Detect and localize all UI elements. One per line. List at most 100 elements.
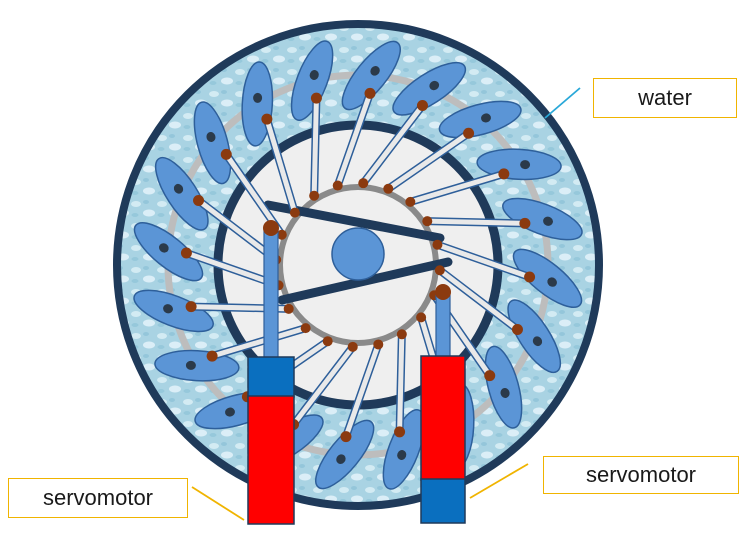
linkage-rod — [394, 329, 407, 438]
blade — [133, 289, 214, 333]
outer-joint — [220, 148, 232, 160]
blade — [507, 299, 562, 374]
water-label-text: water — [638, 85, 692, 110]
blade-pivot-dot — [532, 336, 543, 347]
blade-pivot-dot — [481, 113, 491, 123]
outer-joint — [364, 87, 376, 99]
blade — [290, 40, 334, 121]
inner-joint — [373, 339, 384, 350]
blade-body — [193, 101, 232, 185]
inner-joint — [358, 178, 369, 189]
blade — [512, 248, 583, 308]
linkage-rod — [332, 87, 376, 191]
piston-joint — [435, 284, 451, 300]
blade — [484, 345, 523, 429]
blade — [382, 409, 426, 490]
blade-body — [392, 61, 467, 116]
blade-pivot-dot — [163, 304, 173, 314]
blade-body — [341, 40, 401, 111]
water-leader-line — [544, 87, 581, 119]
inner-joint — [405, 196, 416, 207]
servomotor-right — [420, 284, 466, 524]
blade-body — [133, 222, 204, 282]
outer-joint — [261, 113, 273, 125]
blade-pivot-dot — [173, 183, 184, 194]
linkage-rod — [309, 92, 322, 201]
blade-pivot-dot — [309, 70, 319, 80]
rod-fill — [424, 218, 528, 226]
blade-pivot-dot — [185, 360, 196, 370]
blade-body — [382, 409, 426, 490]
cylinder-blue-segment — [420, 478, 466, 524]
linkage-rod — [206, 323, 311, 362]
outer-joint — [511, 323, 523, 335]
servomotor-left-label-text: servomotor — [42, 485, 154, 510]
linkage-rod — [261, 113, 300, 218]
linkage-rod — [434, 265, 523, 335]
cylinder-blue-segment — [247, 356, 295, 398]
outer-joint — [193, 195, 205, 207]
blade-body — [502, 197, 583, 241]
servomotor-right-label-text: servomotor — [585, 462, 697, 487]
inner-joint — [432, 239, 443, 250]
inner-joint — [322, 336, 333, 347]
blade-body — [133, 289, 214, 333]
rod-fill — [196, 198, 279, 263]
rod-fill — [311, 95, 319, 199]
inner-joint — [434, 265, 445, 276]
rod-fill — [437, 267, 520, 332]
blade-body — [438, 100, 522, 139]
piston-rod — [263, 227, 279, 361]
blade-pivot-dot — [370, 66, 380, 76]
blade-pivot-dot — [159, 243, 169, 253]
blade-pivot-dot — [429, 80, 440, 91]
inner-joint — [332, 180, 343, 191]
rod-fill — [335, 90, 373, 189]
blade-pivot-dot — [543, 216, 553, 226]
inner-joint — [422, 216, 433, 227]
blade — [341, 40, 401, 111]
outer-joint — [310, 92, 322, 104]
outer-joint — [185, 301, 197, 313]
linkage-rod — [193, 195, 282, 265]
blade — [502, 197, 583, 241]
rod-fill — [434, 242, 533, 280]
rod-fill — [407, 171, 507, 205]
linkage-rod — [358, 100, 428, 189]
piston-joint — [263, 220, 279, 236]
servomotor-left-leader-line — [191, 486, 245, 521]
inner-joint — [300, 323, 311, 334]
outer-joint — [519, 217, 531, 229]
cylinder-red-segment — [247, 395, 295, 525]
blade-body — [154, 156, 209, 231]
outer-joint — [206, 350, 218, 362]
blade-body — [315, 419, 375, 490]
linkage-rod — [422, 216, 531, 229]
linkage-rod — [340, 339, 384, 443]
blade — [133, 222, 204, 282]
inner-joint — [416, 312, 427, 323]
blade-body — [512, 248, 583, 308]
servomotor-right-leader-line — [469, 463, 529, 499]
rod-fill — [209, 325, 309, 359]
rod-fill — [183, 250, 282, 288]
inner-joint — [276, 229, 287, 240]
linkage-rod — [405, 168, 510, 207]
blade — [438, 100, 522, 139]
linkage-rod — [432, 239, 536, 283]
inner-joint — [289, 207, 300, 218]
blade-pivot-dot — [520, 160, 531, 170]
blade-pivot-dot — [547, 277, 557, 287]
outer-joint — [394, 426, 406, 438]
outer-joint — [524, 271, 536, 283]
rod-fill — [360, 103, 425, 186]
rod-fill — [385, 130, 472, 192]
outer-joint — [498, 168, 510, 180]
rod-fill — [397, 331, 405, 435]
blade — [315, 419, 375, 490]
inner-joint — [396, 329, 407, 340]
water-label: water — [593, 78, 737, 118]
blade — [392, 61, 467, 116]
linkage-rod — [383, 127, 475, 194]
blade — [193, 101, 232, 185]
